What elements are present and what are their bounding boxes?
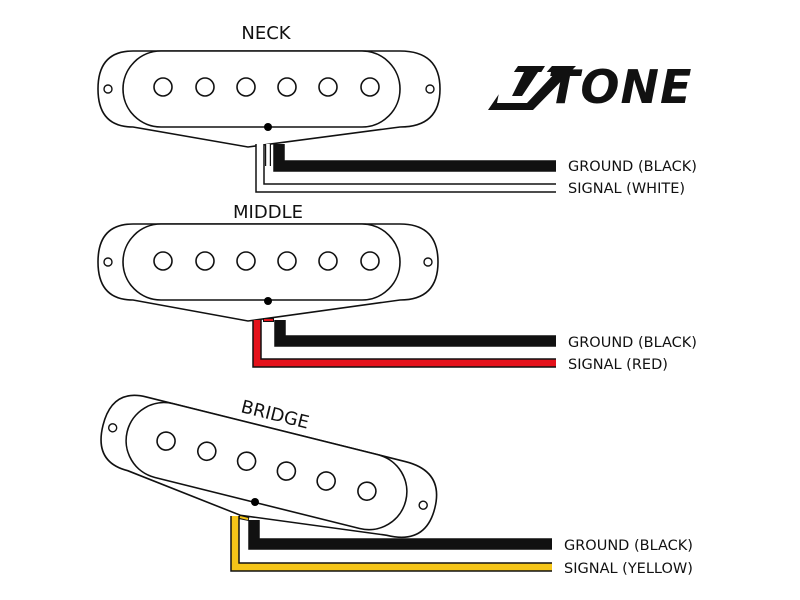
pole-piece — [195, 251, 215, 271]
logo-text: TONE — [548, 60, 692, 114]
pole-piece — [316, 471, 336, 491]
mounting-hole — [107, 423, 118, 433]
middle-signal-label: SIGNAL (RED) — [568, 357, 668, 373]
v-mark-icon — [488, 66, 576, 110]
pole-piece — [153, 251, 173, 271]
neck-signal-wire — [255, 144, 556, 193]
pole-piece — [236, 451, 257, 471]
pole-piece — [197, 441, 217, 462]
bridge-signal-label: SIGNAL (YELLOW) — [564, 561, 693, 577]
bridge-pickup-body — [100, 394, 438, 539]
mounting-hole — [423, 257, 433, 267]
middle-pole-pieces — [153, 251, 380, 271]
pole-piece — [156, 431, 176, 451]
middle-ground-wire — [274, 320, 556, 347]
vtone-logo: TONE — [488, 60, 692, 114]
solder-point — [251, 498, 259, 506]
pole-piece — [357, 481, 377, 501]
neck-pole-pieces — [153, 77, 380, 97]
neck-ground-label: GROUND (BLACK) — [568, 159, 697, 175]
pole-piece — [318, 251, 338, 271]
bridge-pickup: BRIDGE GROUND (BLACK) SIGNAL (YELLOW) — [100, 394, 693, 577]
pole-piece — [195, 77, 215, 97]
neck-ground-wire — [273, 144, 556, 172]
bridge-signal-wire — [230, 515, 552, 572]
neck-pickup: NECK GROUND (BLACK) SIGNAL (WHITE) — [97, 23, 697, 197]
pole-piece — [236, 251, 256, 271]
middle-pickup-label: MIDDLE — [233, 202, 303, 223]
bridge-ground-wire — [248, 520, 552, 550]
mounting-hole — [418, 500, 428, 510]
neck-pickup-body — [97, 50, 441, 148]
solder-point — [264, 297, 272, 305]
pole-piece — [318, 77, 338, 97]
pole-piece — [360, 77, 380, 97]
neck-pickup-label: NECK — [241, 23, 291, 44]
middle-pickup-body — [97, 223, 439, 322]
pole-piece — [360, 251, 380, 271]
middle-signal-wire — [252, 318, 556, 368]
mounting-hole — [103, 257, 113, 267]
bridge-pole-pieces — [156, 431, 377, 501]
mounting-hole — [103, 84, 113, 94]
pole-piece — [276, 461, 297, 481]
middle-pickup: MIDDLE GROUND (BLACK) SIGNAL (RED) — [97, 202, 697, 373]
pole-piece — [277, 251, 297, 271]
middle-ground-label: GROUND (BLACK) — [568, 335, 697, 351]
pole-piece — [277, 77, 297, 97]
pole-piece — [153, 77, 173, 97]
mounting-hole — [425, 84, 435, 94]
solder-point — [264, 123, 272, 131]
neck-signal-label: SIGNAL (WHITE) — [568, 181, 685, 197]
pole-piece — [236, 77, 256, 97]
bridge-ground-label: GROUND (BLACK) — [564, 538, 693, 554]
